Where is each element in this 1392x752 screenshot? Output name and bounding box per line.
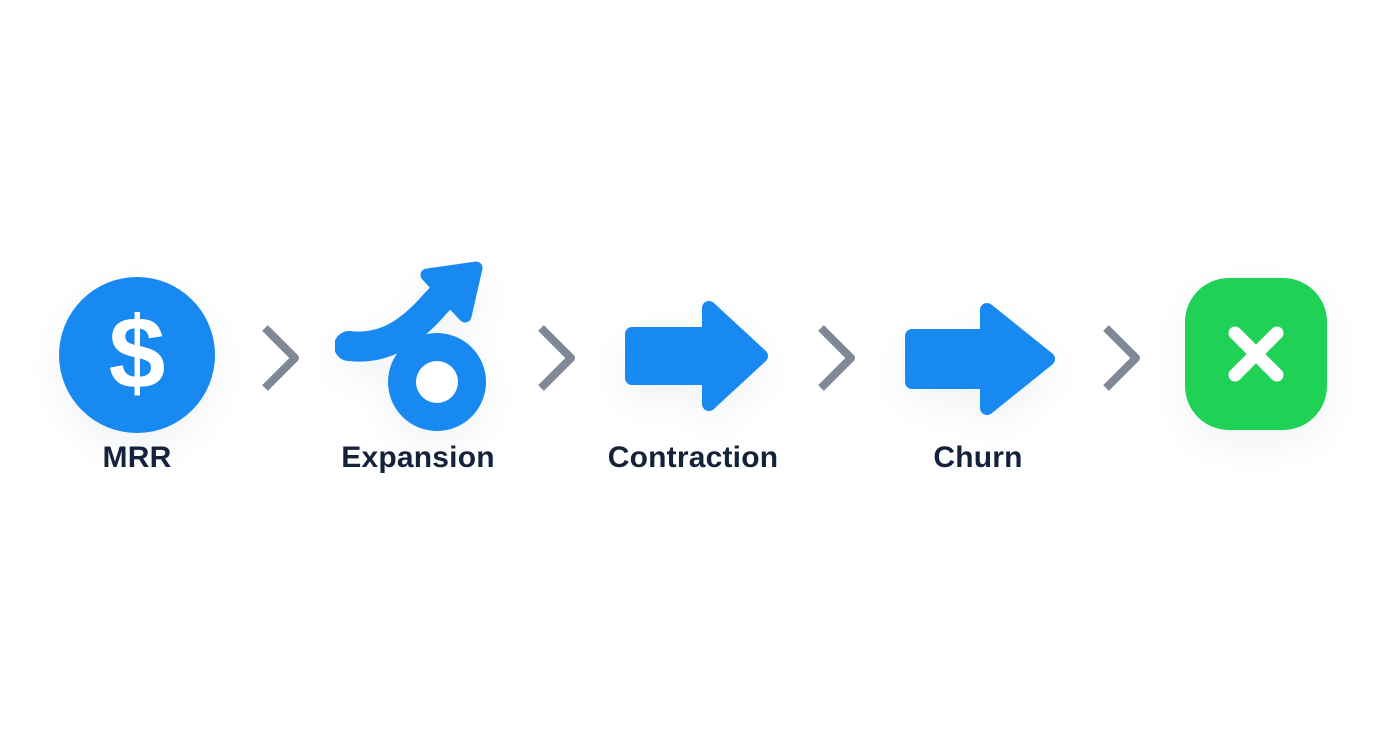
step-label-contraction: Contraction xyxy=(607,441,779,474)
step-label-mrr: MRR xyxy=(102,441,172,474)
chevron-right-icon xyxy=(1103,325,1140,391)
x-mark-rounded-square-icon xyxy=(1185,278,1327,430)
block-arrow-right-icon xyxy=(625,301,768,411)
chevron-right-icon xyxy=(262,325,299,391)
chevron-right-icon xyxy=(818,325,855,391)
dollar-circle-icon: $ xyxy=(59,277,215,433)
step-label-expansion: Expansion xyxy=(341,441,495,474)
block-arrow-right-icon xyxy=(905,303,1055,415)
growth-curve-arrow-icon xyxy=(335,261,486,431)
x-mark-glyph xyxy=(1228,326,1284,382)
dollar-glyph: $ xyxy=(108,296,166,410)
chevron-right-icon xyxy=(538,325,575,391)
step-label-churn: Churn xyxy=(933,441,1023,474)
